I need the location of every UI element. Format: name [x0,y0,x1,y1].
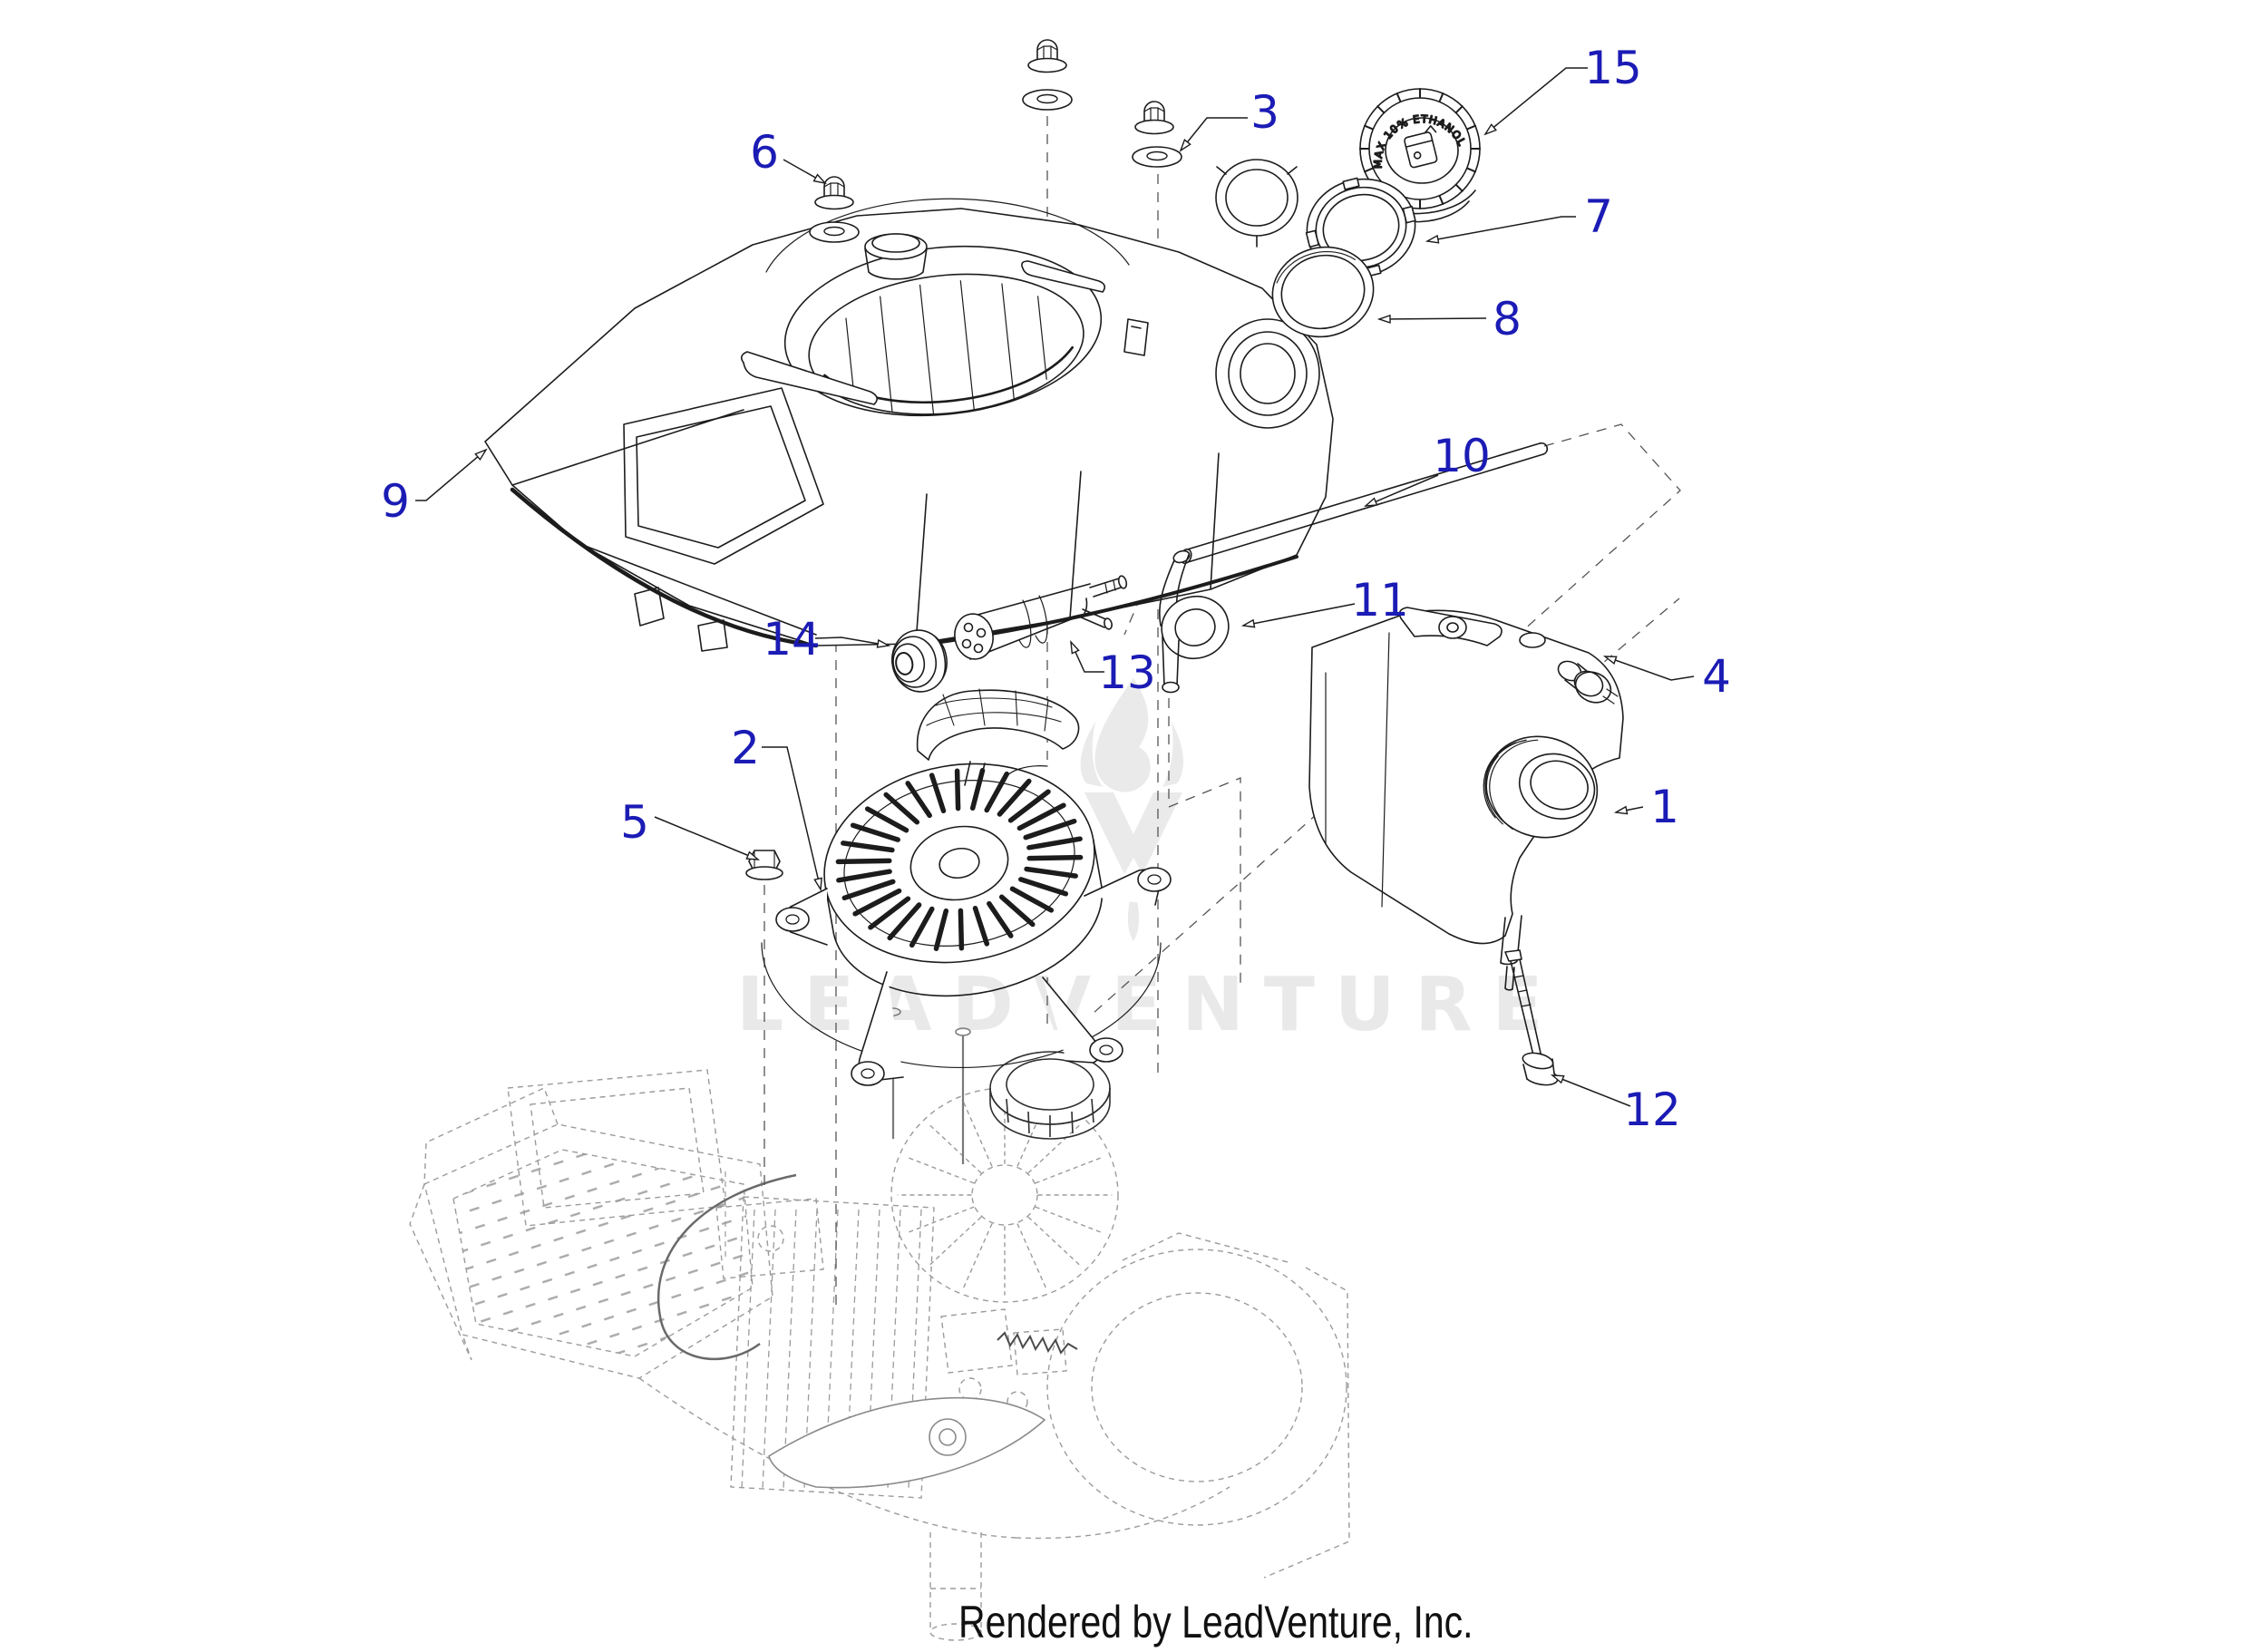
fuel-line [1158,549,1230,694]
callout-15[interactable]: 15 [1584,42,1642,94]
callout-14[interactable]: 14 [763,613,821,666]
primer-grommet [891,629,948,693]
blower-housing-shroud [484,159,1334,652]
callout-6[interactable]: 6 [750,126,779,179]
callout-13[interactable]: 13 [1098,646,1156,699]
callout-1[interactable]: 1 [1650,781,1679,833]
fuel-cap: MAX 10% ETHANOL [1359,88,1481,223]
blower-scroll-ghost [1046,1249,1347,1526]
callout-leaders [415,67,1695,1107]
tank-bushing [1557,660,1619,705]
fuel-filter [954,575,1128,660]
recoil-starter [761,688,1172,1086]
engine-assembly-ghost [409,1007,1350,1641]
callout-5[interactable]: 5 [620,796,649,849]
pto-shaft-ghost [929,1532,982,1630]
tank-filler-neck [1483,735,1599,839]
footer-credit-text: Rendered by LeadVenture, Inc. [958,1597,1473,1647]
callout-7[interactable]: 7 [1584,190,1613,243]
recoil-handle [916,688,1080,786]
callout-11[interactable]: 11 [1351,574,1409,627]
shroud-bolts-washers [809,39,1182,243]
callout-3[interactable]: 3 [1250,86,1279,139]
shroud-cap-ring [1215,159,1298,248]
callout-4[interactable]: 4 [1702,650,1731,703]
watermark-text: LEADVENTURE [736,962,1563,1048]
oil-dipstick [1504,949,1559,1086]
fuel-tank [1308,607,1624,991]
valve-cover-ghost [507,1069,726,1227]
ignition-coil-ghost [715,1198,824,1279]
callout-9[interactable]: 9 [381,475,410,528]
oil-tube-ghost-wire [656,1173,797,1361]
blade-adapter [768,1396,1046,1489]
starter-cup [989,1051,1111,1140]
governor-spring [997,1331,1078,1355]
callout-10[interactable]: 10 [1433,430,1491,482]
shroud-side-boss [1215,318,1320,429]
callout-labels: 1 2 3 4 5 6 7 8 9 10 11 12 13 14 15 [381,42,1731,1136]
cylinder-ghost [730,1196,935,1499]
cap-gasket [1271,246,1375,338]
flange-nut [745,850,783,880]
carburetor-ghost [940,1308,1067,1375]
callout-8[interactable]: 8 [1493,293,1522,345]
callout-12[interactable]: 12 [1623,1084,1681,1136]
callout-2[interactable]: 2 [731,722,760,774]
